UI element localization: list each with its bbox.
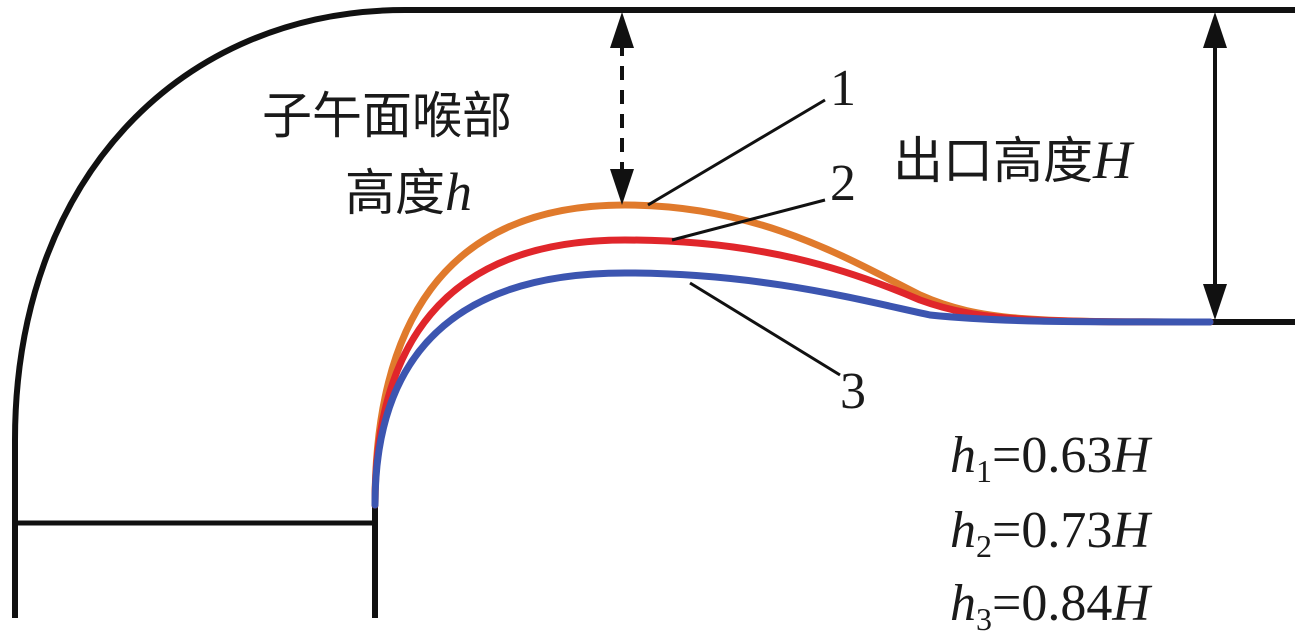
curve-number-2: 2 xyxy=(830,155,856,212)
throat-arrow-head-top xyxy=(610,12,634,48)
leader-line-1 xyxy=(647,98,826,207)
leader-line-2 xyxy=(671,198,826,242)
outlet-arrow-head-top xyxy=(1203,12,1227,48)
outlet-label: 出口高度H xyxy=(893,130,1135,190)
outlet-arrow-head-bottom xyxy=(1203,284,1227,320)
throat-label-line1: 子午面喉部 xyxy=(262,87,512,145)
leader-line-3 xyxy=(689,281,841,377)
curve-number-1: 1 xyxy=(830,60,856,117)
throat-arrow-head-bottom xyxy=(610,169,634,205)
curve-number-3: 3 xyxy=(840,363,866,420)
equation-h1: h1=0.63H xyxy=(950,427,1152,489)
equation-h2: h2=0.73H xyxy=(950,502,1152,564)
equation-h3: h3=0.84H xyxy=(950,575,1152,637)
throat-label-line2: 高度h xyxy=(345,162,472,222)
outer-wall xyxy=(12,7,1295,618)
hub-curve-3 xyxy=(371,269,1214,509)
